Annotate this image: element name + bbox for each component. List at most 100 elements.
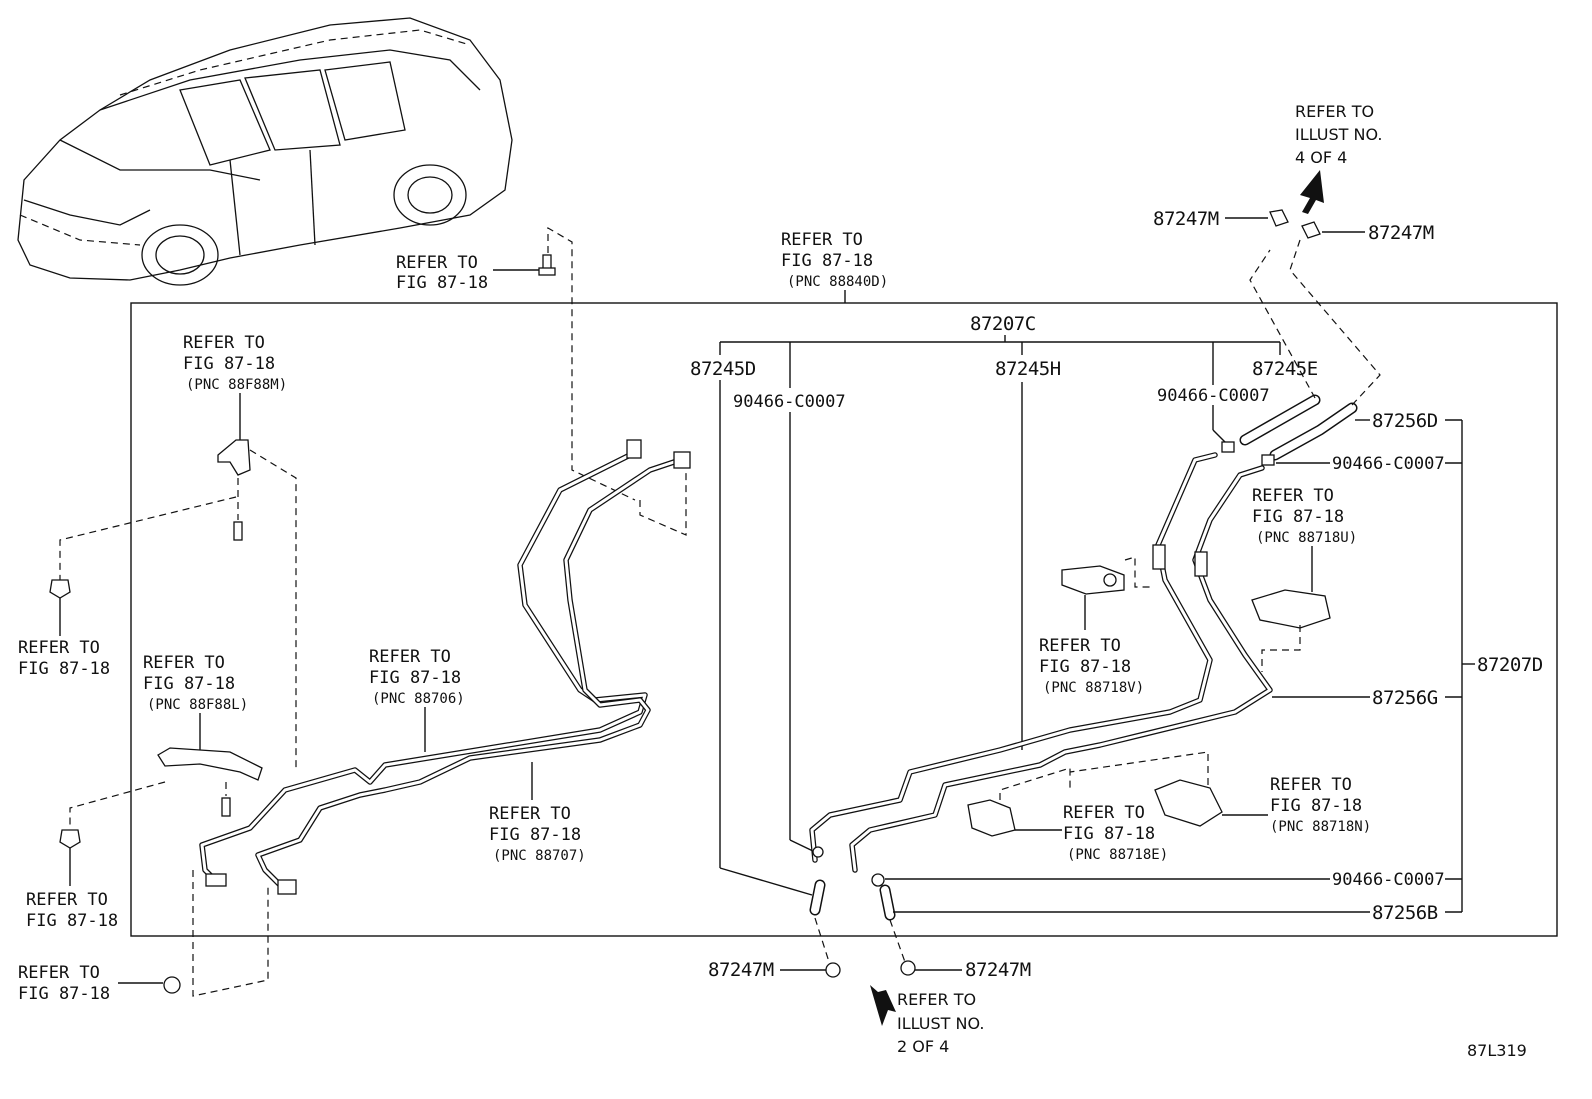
svg-text:REFER TO: REFER TO: [143, 653, 225, 673]
bolt-icon: [233, 521, 243, 541]
svg-text:FIG 87-18: FIG 87-18: [1039, 657, 1131, 677]
label-87256b: 87256B: [893, 902, 1438, 924]
label-87245h: 87245H: [995, 358, 1061, 380]
hose-88706: [199, 439, 648, 887]
svg-text:87247M: 87247M: [1153, 208, 1219, 230]
svg-text:(PNC 88718V): (PNC 88718V): [1043, 680, 1144, 696]
svg-text:REFER TO: REFER TO: [1270, 775, 1352, 795]
svg-text:ILLUST NO.: ILLUST NO.: [897, 1014, 984, 1033]
nut-icon: [163, 976, 181, 994]
svg-text:(PNC 88F88M): (PNC 88F88M): [186, 377, 287, 393]
label-90466-right: 90466-C0007: [1276, 454, 1445, 474]
svg-text:(PNC 88718N): (PNC 88718N): [1270, 819, 1371, 835]
svg-text:ILLUST NO.: ILLUST NO.: [1295, 125, 1382, 144]
label-87207c: 87207C: [719, 313, 1281, 388]
clip-icon: [49, 579, 71, 599]
svg-text:87256B: 87256B: [1372, 902, 1438, 924]
svg-text:87256G: 87256G: [1372, 687, 1438, 709]
svg-text:FIG 87-18: FIG 87-18: [18, 984, 110, 1004]
callout-87247m-tr: 87247M: [1301, 221, 1434, 244]
label-87245e: 87245E: [1252, 358, 1318, 380]
assembly-frame: [130, 302, 1558, 937]
callout-87247m-tl: 87247M: [1153, 208, 1289, 230]
callout-illust-4: REFER TO ILLUST NO. 4 OF 4: [1295, 102, 1382, 214]
svg-text:(PNC 88707): (PNC 88707): [493, 848, 586, 864]
callout-87247m-bl: 87247M: [708, 959, 841, 981]
callout-88706: REFER TO FIG 87-18 (PNC 88706): [369, 647, 465, 752]
svg-text:2 OF 4: 2 OF 4: [897, 1037, 949, 1056]
svg-text:FIG 87-18: FIG 87-18: [183, 354, 275, 374]
svg-text:REFER TO: REFER TO: [489, 804, 571, 824]
svg-text:REFER TO: REFER TO: [18, 963, 100, 983]
callout-clip-left2: REFER TO FIG 87-18: [26, 829, 118, 931]
svg-text:(PNC 88718U): (PNC 88718U): [1256, 530, 1357, 546]
label-90466-mid: 90466-C0007: [1157, 386, 1270, 406]
svg-text:REFER TO: REFER TO: [396, 253, 478, 273]
vehicle-illustration: [17, 17, 513, 286]
svg-text:FIG 87-18: FIG 87-18: [396, 273, 488, 293]
svg-text:REFER TO: REFER TO: [1295, 102, 1374, 121]
bracket-icon: [217, 439, 251, 476]
arrow-up-icon: [1300, 170, 1324, 214]
svg-text:REFER TO: REFER TO: [183, 333, 265, 353]
svg-text:(PNC 88840D): (PNC 88840D): [787, 274, 888, 290]
callout-illust-2: REFER TO ILLUST NO. 2 OF 4: [870, 985, 984, 1056]
arrow-down-icon: [870, 985, 896, 1026]
svg-text:REFER TO: REFER TO: [26, 890, 108, 910]
clamp-icon: [900, 960, 916, 976]
label-87256d: 87256D: [1355, 410, 1438, 432]
svg-text:(PNC 88706): (PNC 88706): [372, 691, 465, 707]
label-87256g: 87256G: [1272, 687, 1438, 709]
svg-text:FIG 87-18: FIG 87-18: [18, 659, 110, 679]
hose-87245h: [809, 452, 1218, 863]
label-90466-left: 90466-C0007: [733, 392, 846, 412]
callout-87247m-br: 87247M: [900, 959, 1031, 981]
callout-top-center: REFER TO FIG 87-18 (PNC 88840D): [781, 230, 888, 303]
label-90466-bottom: 90466-C0007: [885, 870, 1445, 890]
clamp-icon: [1269, 209, 1289, 227]
svg-text:87247M: 87247M: [1368, 222, 1434, 244]
svg-text:FIG 87-18: FIG 87-18: [781, 251, 873, 271]
hose-88707: [255, 451, 691, 895]
clamp-icon: [1301, 221, 1321, 239]
svg-text:REFER TO: REFER TO: [1252, 486, 1334, 506]
svg-text:FIG 87-18: FIG 87-18: [489, 825, 581, 845]
bracket-icon: [157, 747, 263, 781]
callout-clip-left: REFER TO FIG 87-18: [18, 579, 110, 679]
svg-text:FIG 87-18: FIG 87-18: [1270, 796, 1362, 816]
svg-text:87247M: 87247M: [965, 959, 1031, 981]
callout-88f88l: REFER TO FIG 87-18 (PNC 88F88L): [69, 653, 263, 828]
callout-nut-bottom: REFER TO FIG 87-18: [18, 870, 269, 1004]
callout-88718n: REFER TO FIG 87-18 (PNC 88718N): [1069, 751, 1371, 835]
hose-87256d: [1221, 239, 1381, 466]
svg-text:87256D: 87256D: [1372, 410, 1438, 432]
svg-text:REFER TO: REFER TO: [369, 647, 451, 667]
callout-bolt-top: REFER TO FIG 87-18: [396, 226, 636, 501]
clamp-block-icon: [1251, 589, 1331, 629]
svg-text:(PNC 88718E): (PNC 88718E): [1067, 847, 1168, 863]
svg-text:FIG 87-18: FIG 87-18: [143, 674, 235, 694]
bolt-icon: [538, 254, 556, 276]
svg-text:FIG 87-18: FIG 87-18: [1252, 507, 1344, 527]
diagram-code: 87L319: [1467, 1041, 1527, 1060]
clamp-icon: [825, 962, 841, 978]
clamp-block-icon: [1154, 779, 1223, 827]
svg-text:4 OF 4: 4 OF 4: [1295, 148, 1347, 167]
callout-88718v: REFER TO FIG 87-18 (PNC 88718V): [1039, 556, 1152, 696]
svg-text:REFER TO: REFER TO: [897, 990, 976, 1009]
callout-88718u: REFER TO FIG 87-18 (PNC 88718U): [1251, 486, 1357, 672]
svg-text:REFER TO: REFER TO: [1063, 803, 1145, 823]
svg-text:REFER TO: REFER TO: [18, 638, 100, 658]
label-87207d: 87207D: [1477, 654, 1543, 676]
callout-88718e: REFER TO FIG 87-18 (PNC 88718E): [967, 767, 1168, 863]
callout-88707: REFER TO FIG 87-18 (PNC 88707): [489, 762, 586, 864]
callout-88f88m: REFER TO FIG 87-18 (PNC 88F88M): [59, 333, 297, 770]
svg-text:REFER TO: REFER TO: [781, 230, 863, 250]
svg-text:90466-C0007: 90466-C0007: [1332, 454, 1445, 474]
clamp-block-icon: [1061, 565, 1125, 595]
hose-87245e: [849, 465, 1273, 873]
label-87245d: 87245D: [690, 358, 756, 380]
svg-text:87247M: 87247M: [708, 959, 774, 981]
svg-text:REFER TO: REFER TO: [1039, 636, 1121, 656]
